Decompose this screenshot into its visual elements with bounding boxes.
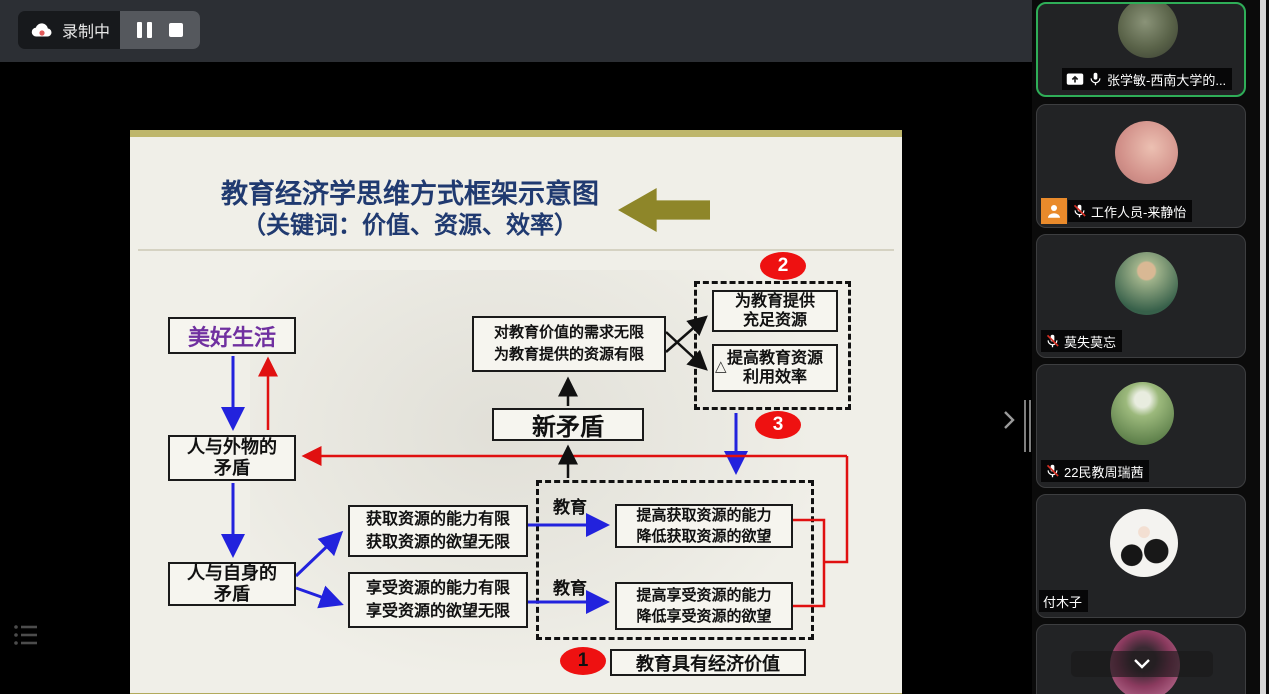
- avatar: [1118, 4, 1178, 58]
- avatar: [1111, 382, 1174, 445]
- collapse-sidebar-chevron-icon[interactable]: [1000, 408, 1018, 432]
- participant-name: 张学敏-西南大学的...: [1107, 72, 1227, 88]
- participant-name: 工作人员-来静怡: [1091, 204, 1187, 220]
- number-badge-3: 3: [755, 411, 801, 439]
- node-human-self: 人与自身的 矛盾: [168, 562, 296, 606]
- avatar: [1115, 252, 1178, 315]
- presentation-slide: 教育经济学思维方式框架示意图 （关键词：价值、资源、效率）: [130, 130, 902, 694]
- list-menu-icon[interactable]: [12, 622, 39, 648]
- participant-name-tag: 付木子: [1039, 590, 1089, 612]
- video-tile-5[interactable]: 付木子: [1036, 494, 1246, 618]
- recording-status-label: 录制中: [62, 24, 111, 41]
- participant-name-tag: 工作人员-来静怡: [1068, 200, 1193, 222]
- participants-sidebar: 张学敏-西南大学的... 工作人员-来静怡: [1032, 0, 1269, 694]
- video-tile-6[interactable]: [1036, 624, 1246, 694]
- video-tile-2[interactable]: 工作人员-来静怡: [1036, 104, 1246, 228]
- top-bar: 录制中: [0, 0, 1032, 62]
- mouse-cursor: △: [715, 358, 727, 375]
- participant-name: 付木子: [1043, 594, 1083, 610]
- mic-muted-icon: [1073, 204, 1086, 218]
- education-label-1: 教育: [553, 498, 587, 517]
- video-tile-1[interactable]: 张学敏-西南大学的...: [1036, 2, 1246, 97]
- node-economic-value: 教育具有经济价值: [610, 649, 806, 676]
- slide-title: 教育经济学思维方式框架示意图 （关键词：价值、资源、效率）: [170, 178, 650, 241]
- recording-indicator-chip: 录制中: [18, 11, 200, 49]
- video-tile-3[interactable]: 莫失莫忘: [1036, 234, 1246, 358]
- node-human-external: 人与外物的 矛盾: [168, 435, 296, 481]
- participant-name-tag: 莫失莫忘: [1041, 330, 1123, 352]
- node-improve-enjoy: 提高享受资源的能力 降低享受资源的欲望: [615, 582, 793, 630]
- participant-name-tag: 22民教周瑞茜: [1041, 460, 1150, 482]
- slide-title-line1: 教育经济学思维方式框架示意图: [221, 179, 599, 209]
- slide-title-line2: （关键词：价值、资源、效率）: [242, 212, 578, 239]
- participant-name: 22民教周瑞茜: [1064, 464, 1144, 480]
- node-improve-gain: 提高获取资源的能力 降低获取资源的欲望: [615, 504, 793, 548]
- stop-recording-button[interactable]: [169, 23, 183, 37]
- screen-share-icon: [1066, 73, 1084, 85]
- sidebar-scrollbar[interactable]: [1260, 0, 1266, 694]
- scroll-down-button[interactable]: [1071, 651, 1213, 677]
- number-badge-1: 1: [560, 647, 606, 675]
- node-good-life: 美好生活: [168, 317, 296, 354]
- node-new-contradiction: 新矛盾: [492, 408, 644, 441]
- mic-on-icon: [1090, 72, 1101, 86]
- node-limit-enjoy: 享受资源的能力有限 享受资源的欲望无限: [348, 572, 528, 628]
- node-limit-gain: 获取资源的能力有限 获取资源的欲望无限: [348, 505, 528, 557]
- education-label-2: 教育: [553, 579, 587, 598]
- cloud-record-icon: [31, 23, 52, 37]
- title-divider: [138, 249, 894, 251]
- sidebar-resize-handle[interactable]: [1024, 400, 1033, 452]
- participant-name: 莫失莫忘: [1064, 334, 1117, 350]
- avatar: [1115, 121, 1178, 184]
- avatar: [1110, 509, 1178, 577]
- staff-role-badge: [1041, 198, 1067, 224]
- shared-screen-area: 教育经济学思维方式框架示意图 （关键词：价值、资源、效率）: [0, 62, 1032, 694]
- video-tile-4[interactable]: 22民教周瑞茜: [1036, 364, 1246, 488]
- mic-muted-icon: [1046, 464, 1059, 478]
- person-icon: [1048, 205, 1060, 218]
- participant-name-tag: 张学敏-西南大学的...: [1062, 68, 1233, 90]
- mic-muted-icon: [1046, 334, 1059, 348]
- node-demand-vs-resources: 对教育价值的需求无限 为教育提供的资源有限: [472, 316, 666, 372]
- recording-controls: [120, 11, 200, 49]
- slide-top-border: [130, 130, 902, 137]
- number-badge-2: 2: [760, 252, 806, 280]
- node-provide-resources: 为教育提供 充足资源: [712, 290, 838, 332]
- node-resource-efficiency: 提高教育资源 利用效率: [712, 344, 838, 392]
- pause-recording-button[interactable]: [137, 22, 152, 38]
- chevron-down-icon: [1134, 659, 1150, 669]
